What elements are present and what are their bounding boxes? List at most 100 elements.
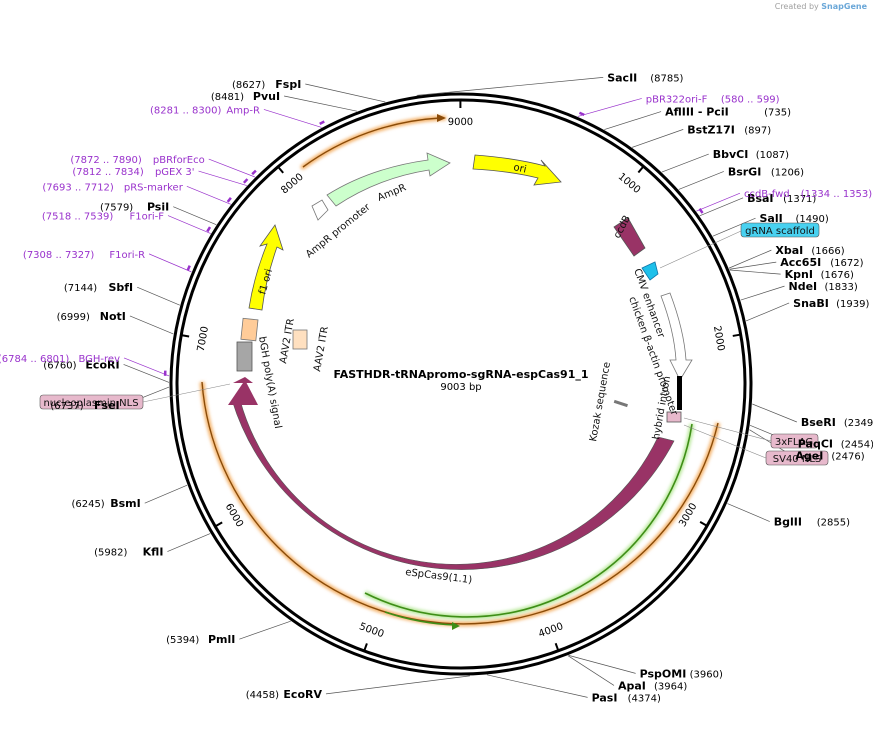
- primer-marker: [206, 226, 212, 233]
- green-orf-arc-outer: [364, 423, 693, 618]
- site-name: KflI: [143, 546, 164, 559]
- site-leader: [604, 111, 662, 130]
- site-leader: [137, 286, 180, 306]
- site-labels: SacII(8785)AflIII - PciI(735)BstZ17I(897…: [43, 71, 873, 704]
- primer-marker: [242, 178, 249, 184]
- hybrid-intron-bar: [677, 376, 682, 410]
- site-leader: [740, 285, 785, 301]
- site-leader: [661, 153, 709, 173]
- primer-name: pBR322ori-F: [646, 94, 708, 105]
- green-orf-highlight-outer: [363, 423, 695, 620]
- site-position: (4374): [628, 693, 661, 704]
- espcas9-arc: [231, 399, 675, 570]
- ccdb-arrow: [613, 217, 646, 257]
- site-leader: [167, 533, 211, 552]
- small-red-arrow: [233, 377, 253, 383]
- aav2-itr-box-left: [240, 317, 259, 342]
- primer-position: (6784 .. 6801): [0, 354, 69, 365]
- site-position: (7144): [64, 283, 97, 294]
- tick-label: 4000: [537, 621, 565, 640]
- site-position: (2454): [841, 439, 873, 450]
- kozak-label: Kozak sequence: [588, 361, 613, 442]
- site-name: SnaBI: [793, 297, 829, 310]
- tick-mark: [699, 520, 708, 527]
- site-name: BbvCI: [713, 148, 749, 161]
- site-leader: [729, 269, 781, 275]
- primer-leader: [167, 215, 211, 234]
- site-position: (6245): [71, 499, 104, 510]
- ampr-arrow: [326, 152, 451, 207]
- primer-leader: [186, 185, 231, 205]
- site-name: SacII: [607, 71, 637, 84]
- primer-position: (1334 .. 1353): [801, 189, 873, 200]
- site-position: (8627): [232, 80, 265, 91]
- site-position: (6999): [57, 312, 90, 323]
- site-position: (3964): [654, 681, 687, 692]
- tick-label: 2000: [711, 325, 726, 352]
- site-leader: [129, 315, 174, 335]
- tick-label: 9000: [448, 117, 473, 128]
- site-name: AflIII - PciI: [665, 106, 729, 119]
- orf-arrowhead-upper: [437, 114, 446, 122]
- site-position: (3960): [690, 669, 723, 680]
- site-position: (1087): [756, 150, 789, 161]
- site-name: FseI: [94, 399, 120, 412]
- primer-name: ccdB-fwd: [744, 189, 790, 200]
- primer-position: (7518 .. 7539): [42, 212, 114, 223]
- site-leader: [305, 83, 386, 103]
- cmv-promoter-outline: [660, 292, 693, 381]
- 3xflag-text: 3xFLAG: [775, 437, 813, 448]
- site-leader: [173, 206, 217, 226]
- site-position: (6760): [43, 360, 76, 371]
- site-position: (8481): [211, 92, 244, 103]
- tick-label: 5000: [358, 621, 386, 640]
- site-name: PspOMI: [640, 667, 687, 680]
- tick-mark: [181, 334, 190, 338]
- primer-leader: [123, 357, 170, 377]
- site-leader: [144, 484, 188, 504]
- primer-leader: [263, 109, 322, 128]
- grna-scaffold-tag: gRNA scaffold: [659, 222, 820, 269]
- primer-position: (7872 .. 7890): [70, 155, 142, 166]
- site-position: (6737): [50, 401, 83, 412]
- tick-mark: [214, 521, 223, 528]
- primer-marker: [186, 265, 191, 271]
- tick-label: 1000: [616, 171, 643, 196]
- site-position: (2476): [831, 451, 864, 462]
- site-leader: [728, 249, 772, 269]
- site-name: NotI: [100, 310, 126, 323]
- primer-marker: [226, 197, 232, 203]
- f1-ori-arrow: [248, 224, 284, 311]
- primer-name: F1ori-F: [129, 212, 164, 223]
- site-position: (735): [764, 108, 791, 119]
- site-name: PaqCI: [798, 437, 833, 450]
- tick-mark: [637, 165, 645, 174]
- site-leader: [752, 403, 797, 423]
- site-position: (1371): [783, 194, 816, 205]
- primer-leader: [148, 253, 192, 273]
- primer-position: (580 .. 599): [721, 94, 780, 105]
- site-leader: [745, 302, 790, 322]
- aav2-itr-box-right: [292, 329, 308, 350]
- orf-highlight-upper: [300, 115, 447, 170]
- site-name: SalI: [760, 212, 783, 225]
- kozak-box: [666, 411, 682, 423]
- aav2-itr-label-right: AAV2 ITR: [312, 326, 331, 373]
- sv40-nls-text: SV40 NLS: [773, 454, 822, 465]
- credit-prefix: Created by: [774, 2, 819, 11]
- site-position: (1833): [825, 282, 858, 293]
- site-name: BstZ17I: [687, 123, 735, 136]
- site-leader: [325, 675, 470, 695]
- primer-leader: [577, 98, 642, 117]
- grna-scaffold-arrow: [641, 261, 659, 281]
- site-name: PmlI: [208, 633, 235, 646]
- site-position: (2349): [844, 418, 873, 429]
- site-leader: [239, 620, 291, 640]
- site-position: (2855): [817, 518, 850, 529]
- site-name: EcoRV: [283, 688, 322, 701]
- site-leader: [568, 655, 636, 674]
- site-leader: [699, 197, 744, 217]
- site-position: (1206): [771, 167, 804, 178]
- snapgene-credit: Created by SnapGene: [775, 2, 867, 11]
- primer-name: F1ori-R: [109, 250, 145, 261]
